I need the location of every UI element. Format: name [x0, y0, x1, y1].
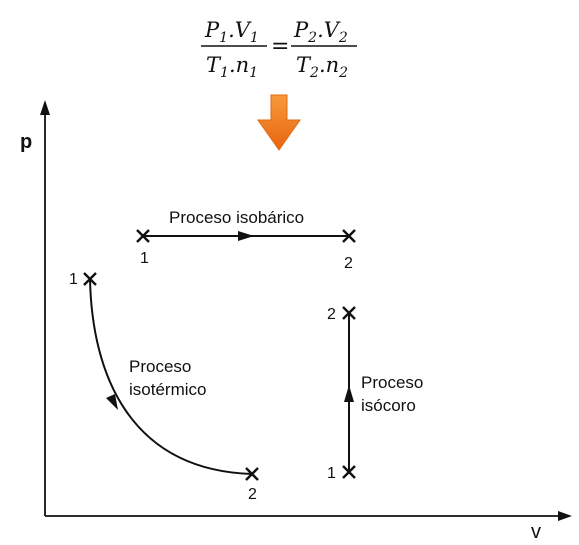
right-fraction: P2.V2 T2.n2: [291, 18, 357, 81]
isobaric-direction-arrow-icon: [238, 231, 254, 241]
isobaric-start-marker-icon: [136, 229, 150, 243]
left-denominator: T1.n1: [206, 53, 258, 81]
x-axis-label: v: [531, 521, 541, 543]
isochoric-start-label: 1: [327, 465, 336, 482]
equals-sign: =: [271, 34, 289, 59]
y-axis-label: p: [20, 131, 32, 153]
isochoric-top-marker-icon: [342, 306, 356, 320]
isochoric-process: 2 1 Proceso isócoro: [327, 306, 423, 482]
left-numerator: P1.V1: [204, 18, 259, 46]
left-fraction: P1.V1 T1.n1: [201, 18, 267, 81]
combined-gas-law-formula: P1.V1 T1.n1 = P2.V2 T2.n2: [201, 18, 357, 81]
isothermal-end-label: 2: [248, 486, 257, 503]
isochoric-label-line1: Proceso: [361, 373, 423, 392]
isothermal-label-line1: Proceso: [129, 357, 191, 376]
right-numerator: P2.V2: [293, 18, 348, 46]
isothermal-label-line2: isotérmico: [129, 380, 206, 399]
y-axis-arrowhead-icon: [40, 100, 50, 115]
isochoric-direction-arrow-icon: [344, 385, 354, 402]
axes: [44, 108, 565, 517]
isothermal-end-marker-icon: [245, 467, 259, 481]
isochoric-bottom-marker-icon: [342, 465, 356, 479]
down-arrow-icon: [257, 94, 301, 151]
isothermal-start-marker-icon: [83, 272, 97, 286]
isothermal-process: 1 2 Proceso isotérmico: [69, 271, 259, 503]
right-denominator: T2.n2: [296, 53, 348, 81]
isothermal-curve: [89, 278, 253, 475]
x-axis-arrowhead-icon: [558, 511, 572, 521]
isobaric-process: Proceso isobárico 1 2: [136, 208, 356, 272]
isothermal-start-label: 1: [69, 271, 78, 288]
isobaric-end-marker-icon: [342, 229, 356, 243]
isobaric-label: Proceso isobárico: [169, 208, 304, 227]
isobaric-end-label: 2: [344, 255, 353, 272]
isochoric-end-label: 2: [327, 306, 336, 323]
isothermal-direction-arrow-icon: [106, 394, 118, 410]
isochoric-label-line2: isócoro: [361, 396, 416, 415]
isobaric-start-label: 1: [140, 250, 149, 267]
